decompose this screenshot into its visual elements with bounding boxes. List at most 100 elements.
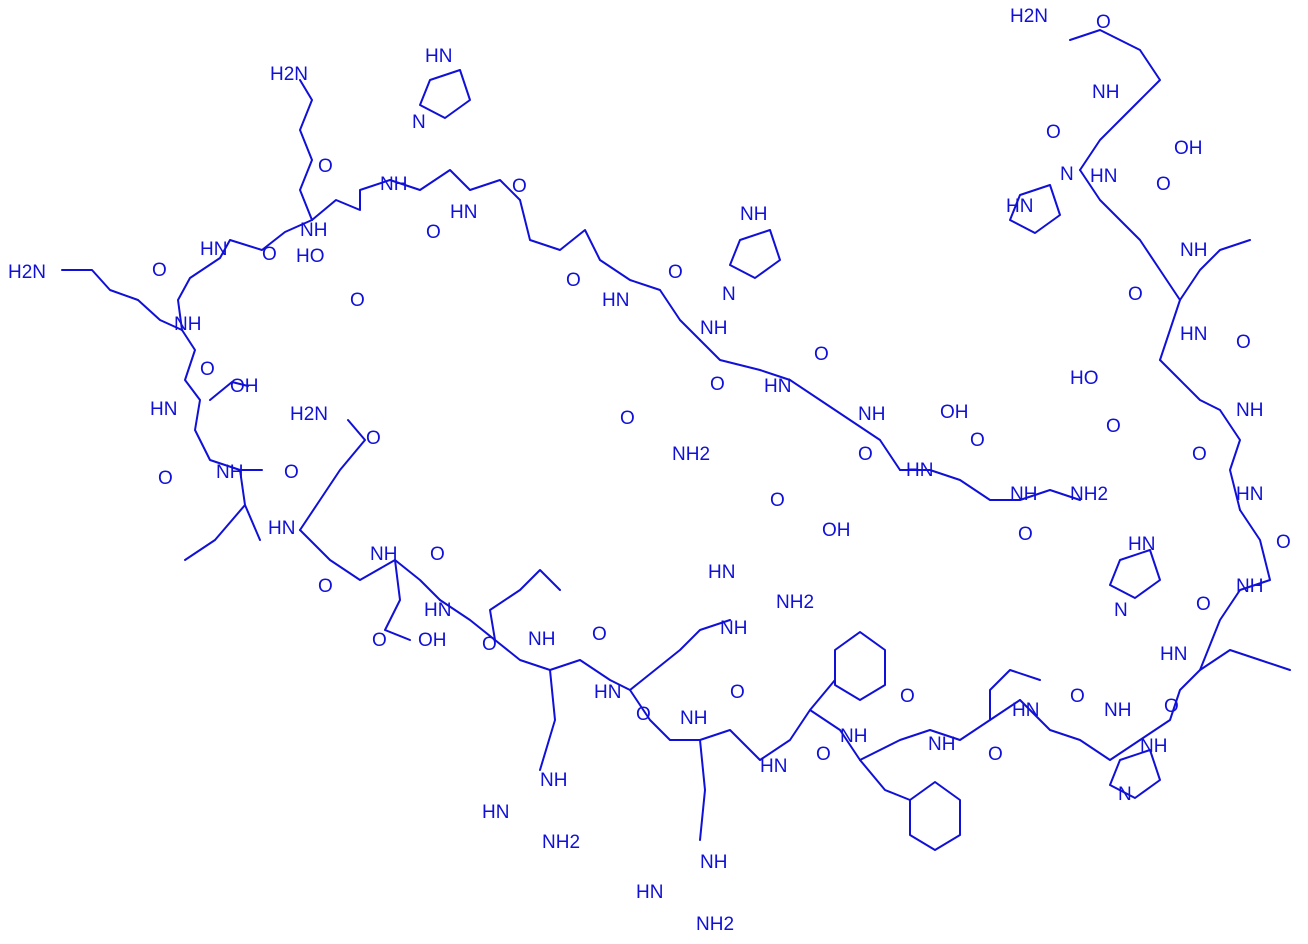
label-o-18: O (900, 686, 915, 707)
label-h2n-gln1: H2N (290, 404, 328, 425)
label-nh-n: NH (700, 318, 727, 339)
label-n-his4: N (1114, 600, 1128, 621)
label-hn-k: HN (1180, 324, 1207, 345)
label-o-gln2b: O (620, 408, 635, 429)
label-hn-g: HN (760, 756, 787, 777)
label-o-his2: O (668, 262, 683, 283)
label-h2n-lys2: H2N (270, 64, 308, 85)
label-hn-his1: HN (425, 46, 452, 67)
label-o-ala: O (1018, 524, 1033, 545)
label-nh-his2: NH (740, 204, 767, 225)
label-nh-k: NH (1236, 576, 1263, 597)
label-nh-i: NH (928, 734, 955, 755)
label-hn-arg1: HN (708, 562, 735, 583)
label-o-8: O (158, 468, 173, 489)
label-oh-glu: OH (822, 520, 851, 541)
label-hn-c: HN (150, 399, 177, 420)
label-nh2-gln2: NH2 (672, 444, 710, 465)
label-o-22: O (1196, 594, 1211, 615)
label-nh-m: NH (1180, 240, 1207, 261)
label-nh-c: NH (174, 314, 201, 335)
label-nh-d: NH (216, 462, 243, 483)
label-n-his1: N (412, 112, 426, 133)
label-ho-1: HO (296, 246, 325, 267)
label-o-14: O (592, 624, 607, 645)
label-h2n-top: H2N (1010, 6, 1048, 27)
label-nh-e: NH (370, 544, 397, 565)
label-nh2-arg1: NH2 (776, 592, 814, 613)
label-o-ser: O (858, 444, 873, 465)
label-o-4: O (262, 244, 277, 265)
label-o-5: O (152, 260, 167, 281)
label-o-26: O (1236, 332, 1251, 353)
label-nh-o: NH (858, 404, 885, 425)
label-oh-1: OH (230, 376, 259, 397)
label-o-15: O (636, 704, 651, 725)
label-hn-f: HN (594, 682, 621, 703)
label-nh-b: NH (300, 220, 327, 241)
atom-labels: H2N H2N HN N NH NH HN HN O O O O O HO O … (8, 6, 1291, 935)
label-hn-j: HN (1236, 484, 1263, 505)
label-o-9: O (284, 462, 299, 483)
label-n-his2: N (722, 284, 736, 305)
label-hn-arg3: HN (636, 882, 663, 903)
label-n-his3: N (1060, 164, 1074, 185)
label-o-3: O (512, 176, 527, 197)
label-nh-top: NH (1092, 82, 1119, 103)
label-nh-f: NH (528, 629, 555, 650)
label-o-13: O (482, 634, 497, 655)
label-o-7: O (200, 359, 215, 380)
bond-skeleton (61, 29, 1291, 851)
label-nh-arg1b: NH (720, 618, 747, 639)
label-o-24: O (1192, 444, 1207, 465)
label-nh-l: NH (1236, 400, 1263, 421)
label-n-his5: N (1118, 784, 1132, 805)
label-o-asp: O (350, 290, 365, 311)
label-o-gln1: O (366, 428, 381, 449)
label-o-top: O (1096, 12, 1111, 33)
label-hn-d: HN (268, 518, 295, 539)
label-o-1: O (318, 156, 333, 177)
label-hn-his3: HN (1006, 196, 1033, 217)
label-o-16: O (730, 682, 745, 703)
label-nh-arg2b: NH (540, 770, 567, 791)
label-hn-i: HN (1160, 644, 1187, 665)
label-hn-e: HN (424, 600, 451, 621)
label-hn-a: HN (200, 239, 227, 260)
label-ho-glu2: HO (1070, 368, 1099, 389)
label-nh2-ala: NH2 (1070, 484, 1108, 505)
label-o-glu2: O (814, 344, 829, 365)
label-nh-j: NH (1104, 700, 1131, 721)
label-oh-asp: OH (418, 630, 447, 651)
label-hn-h: HN (1012, 700, 1039, 721)
label-o-28: O (1156, 174, 1171, 195)
label-o-20: O (1070, 686, 1085, 707)
label-nh-q: NH (1010, 484, 1037, 505)
label-hn-m: HN (764, 376, 791, 397)
label-nh2-arg2: NH2 (542, 832, 580, 853)
label-o-val: O (970, 430, 985, 451)
label-hn-b: HN (450, 202, 477, 223)
label-nh-his5: NH (1140, 736, 1167, 757)
label-o-19: O (988, 744, 1003, 765)
label-o-11: O (430, 544, 445, 565)
label-nh-h: NH (840, 726, 867, 747)
label-hn-l: HN (602, 290, 629, 311)
label-nh-a: NH (380, 174, 407, 195)
label-hn-his4: HN (1128, 534, 1155, 555)
label-hn-n: HN (906, 460, 933, 481)
label-o-glu: O (710, 374, 725, 395)
label-nh-arg3b: NH (700, 852, 727, 873)
label-h2n-lys1: H2N (8, 262, 46, 283)
label-nh2-arg3: NH2 (696, 914, 734, 935)
label-hn-arg2: HN (482, 802, 509, 823)
label-o-17: O (816, 744, 831, 765)
label-o-25: O (1106, 416, 1121, 437)
label-o-21: O (1164, 696, 1179, 717)
label-o-glu3: O (770, 490, 785, 511)
label-o-12: O (372, 630, 387, 651)
label-o-23: O (1276, 532, 1291, 553)
label-nh-g: NH (680, 708, 707, 729)
